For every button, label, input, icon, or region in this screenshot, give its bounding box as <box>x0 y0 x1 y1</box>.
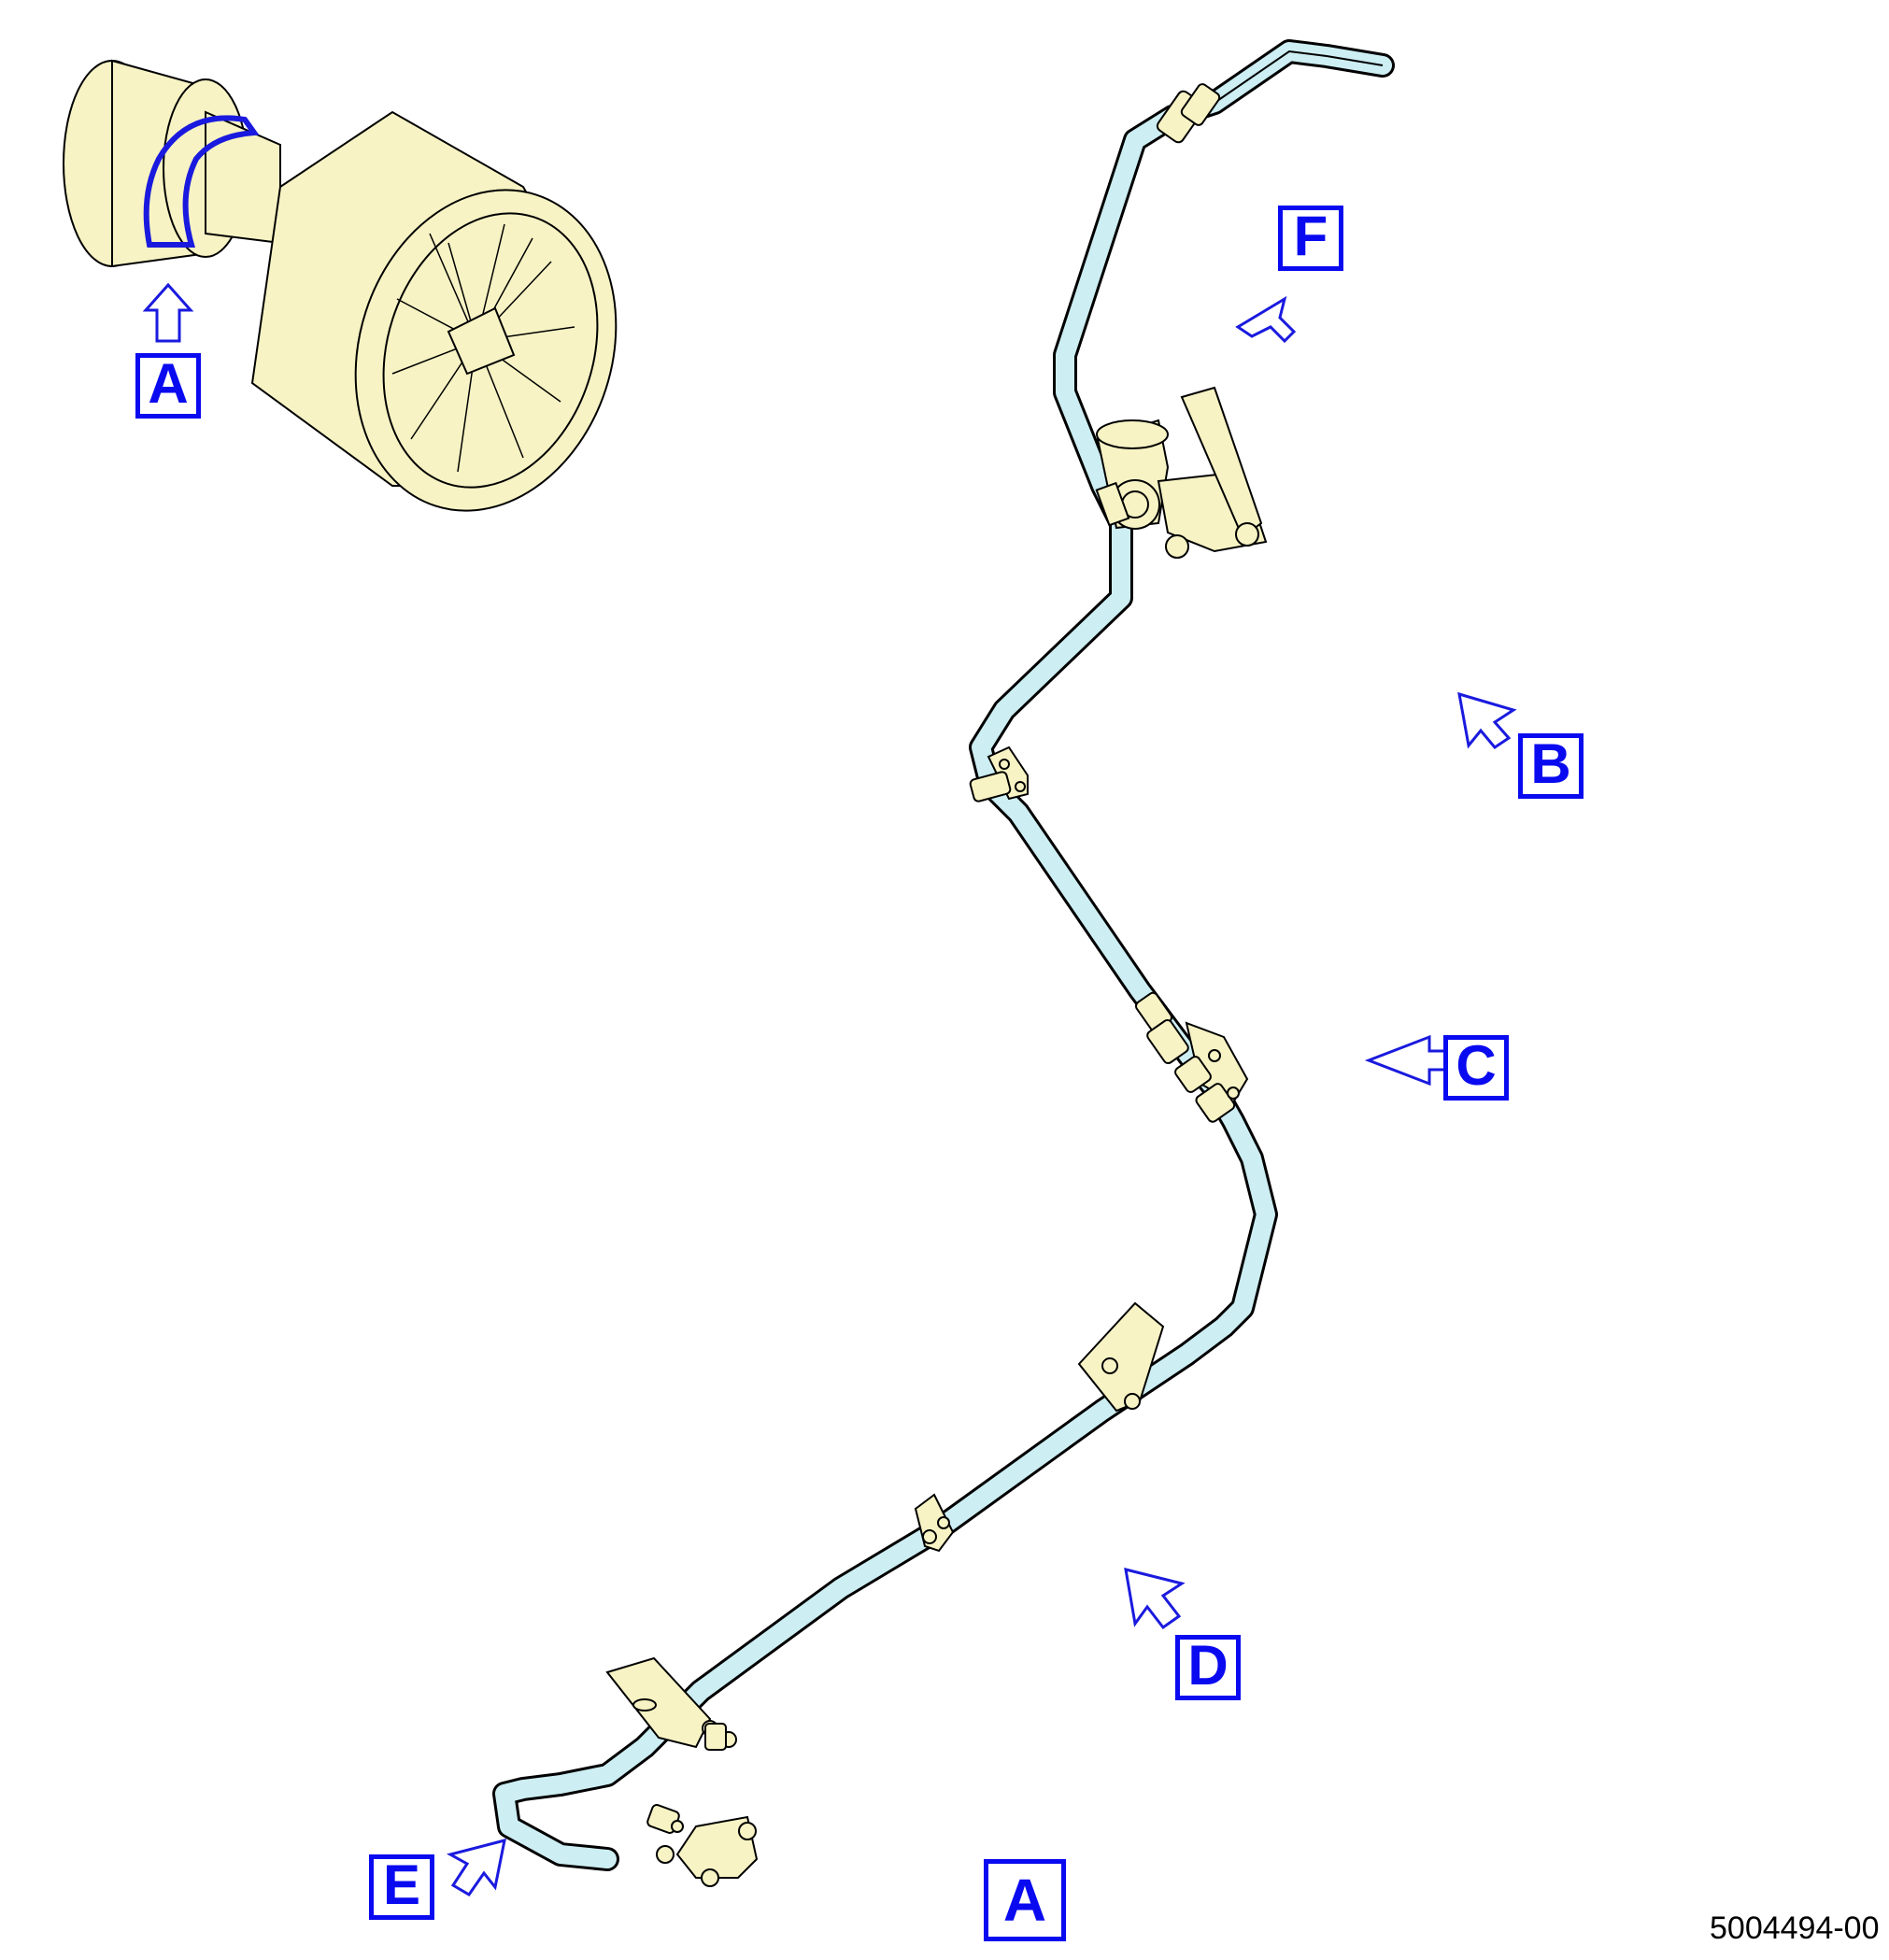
view-arrow-f <box>1235 295 1297 344</box>
mid-fitting <box>1134 991 1249 1123</box>
callout-b: B <box>1518 733 1584 799</box>
callout-e: E <box>369 1854 434 1920</box>
engine-spinner <box>447 306 516 376</box>
callout-a-bottom: A <box>984 1859 1066 1941</box>
tube-upper-extension <box>1214 50 1384 104</box>
bracket-e <box>605 1656 737 1751</box>
view-arrow-e <box>446 1838 506 1896</box>
view-arrow-b <box>1457 691 1517 749</box>
bracket-d <box>1077 1301 1165 1413</box>
fuel-tube <box>492 39 1395 1871</box>
bracket-lower <box>914 1493 955 1553</box>
view-arrow-a-top <box>142 282 194 343</box>
callout-a-top: A <box>135 353 201 419</box>
view-arrow-d <box>1124 1567 1186 1630</box>
bracket-b <box>969 746 1029 802</box>
document-number: 5004494-00 <box>1710 1910 1880 1946</box>
valve-assembly <box>1095 386 1268 559</box>
highlight-zone <box>143 115 260 248</box>
upper-fitting <box>1156 83 1221 144</box>
lower-fitting <box>646 1804 759 1887</box>
callout-d: D <box>1175 1635 1241 1700</box>
engine-locator <box>63 59 618 512</box>
callout-c: C <box>1443 1035 1509 1101</box>
callout-f: F <box>1278 206 1343 271</box>
